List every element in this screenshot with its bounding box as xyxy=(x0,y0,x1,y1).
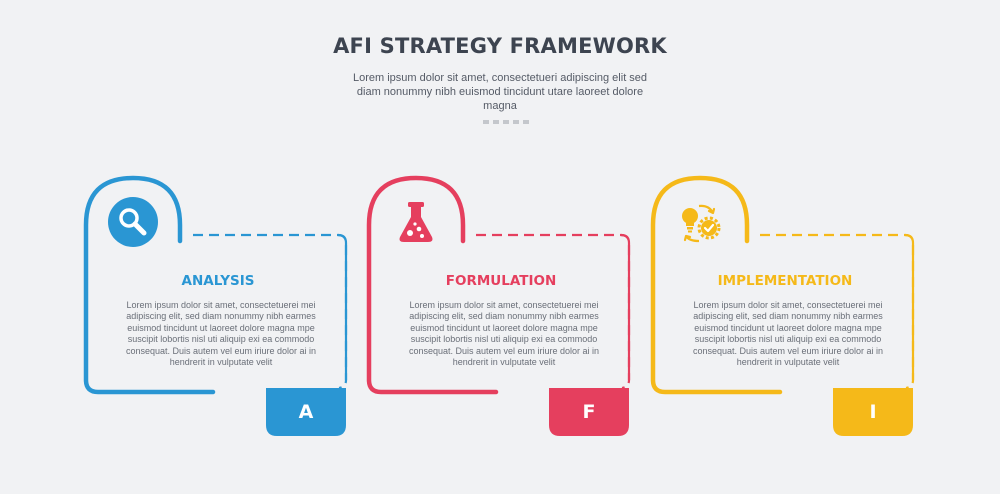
card-implementation: IMPLEMENTATION Lorem ipsum dolor sit ame… xyxy=(650,175,920,440)
flask-icon xyxy=(391,197,441,247)
card-frame xyxy=(366,175,631,436)
page-subtitle: Lorem ipsum dolor sit amet, consectetuer… xyxy=(352,72,648,112)
card-body: Lorem ipsum dolor sit amet, consectetuer… xyxy=(692,300,884,368)
card-frame xyxy=(650,175,915,436)
letter-tab: I xyxy=(833,388,913,436)
card-letter: I xyxy=(869,401,877,423)
idea-gear-cycle-icon xyxy=(675,197,725,247)
card-letter: A xyxy=(298,401,314,423)
card-analysis: ANALYSIS Lorem ipsum dolor sit amet, con… xyxy=(83,175,353,440)
card-body: Lorem ipsum dolor sit amet, consectetuer… xyxy=(408,300,600,368)
card-formulation: FORMULATION Lorem ipsum dolor sit amet, … xyxy=(366,175,636,440)
card-heading: ANALYSIS xyxy=(181,273,255,289)
letter-tab: F xyxy=(549,388,629,436)
card-body: Lorem ipsum dolor sit amet, consectetuer… xyxy=(125,300,317,368)
card-letter: F xyxy=(582,401,596,423)
card-heading: FORMULATION xyxy=(445,273,557,289)
magnifier-icon xyxy=(108,197,158,247)
divider-dots xyxy=(483,120,529,124)
page-title: AFI STRATEGY FRAMEWORK xyxy=(333,34,667,58)
card-frame xyxy=(83,175,348,436)
card-heading: IMPLEMENTATION xyxy=(717,273,853,289)
letter-tab: A xyxy=(266,388,346,436)
